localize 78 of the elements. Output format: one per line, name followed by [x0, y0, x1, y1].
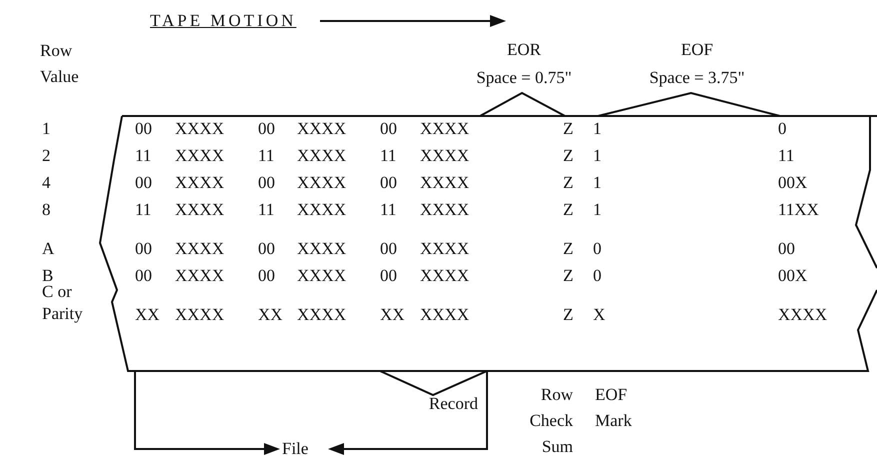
bit-pattern: XXXX [175, 145, 224, 167]
bit-pattern: 00 [135, 172, 152, 194]
bit-pattern: XXXX [297, 199, 346, 221]
bit-pattern: XX [258, 304, 283, 326]
bit-pattern: 00 [380, 118, 397, 140]
row-value-label: 2 [42, 145, 50, 167]
bit-pattern: XXXX [297, 172, 346, 194]
bit-pattern: XXXX [297, 238, 346, 260]
eof-mark-bit: 1 [593, 145, 602, 167]
bit-pattern: 00 [135, 118, 152, 140]
bit-pattern: XX [380, 304, 405, 326]
bit-pattern: 11 [778, 145, 794, 167]
bit-pattern: 11 [380, 199, 396, 221]
check-sum-bit: Z [563, 304, 574, 326]
bit-pattern: XXXX [778, 304, 828, 326]
column-caption: EOF Mark [595, 384, 633, 432]
row-value-label: 1 [42, 118, 50, 140]
eof-mark-bit: 0 [593, 238, 602, 260]
direction-label: TAPE MOTION [150, 10, 296, 32]
bit-pattern: 11 [135, 199, 152, 221]
check-sum-bit: Z [563, 118, 574, 140]
bit-pattern: 00 [380, 172, 397, 194]
bit-pattern: 11 [258, 145, 274, 167]
bit-pattern: 00 [258, 265, 275, 287]
gap-label: EOF [680, 39, 714, 61]
bit-pattern: XXXX [420, 304, 470, 326]
bit-pattern: XXXX [420, 199, 470, 221]
eof-mark-bit: 1 [593, 199, 602, 221]
check-sum-bit: Z [563, 172, 574, 194]
bracket-label: Record [428, 393, 478, 415]
bit-pattern: XXXX [297, 145, 346, 167]
bit-pattern: 00 [380, 238, 397, 260]
check-sum-bit: Z [563, 199, 574, 221]
eof-mark-bit: 1 [593, 118, 602, 140]
bit-pattern: 00 [258, 118, 275, 140]
bit-pattern: XXXX [175, 265, 224, 287]
gap-label: Space = 3.75" [649, 67, 745, 89]
bit-pattern: XXXX [175, 304, 224, 326]
column-caption: Row Check Sum [528, 384, 573, 458]
eof-mark-bit: 1 [593, 172, 602, 194]
bit-pattern: 00X [778, 172, 808, 194]
bit-pattern: 00 [778, 238, 795, 260]
bit-pattern: 00 [135, 265, 152, 287]
bit-pattern: XXXX [175, 118, 224, 140]
bit-pattern: XX [135, 304, 160, 326]
row-value-label: A [42, 238, 54, 260]
bit-pattern: XXXX [297, 118, 346, 140]
row-value-label: 4 [42, 172, 50, 194]
bit-pattern: XXXX [420, 238, 470, 260]
bit-pattern: 11 [380, 145, 396, 167]
bit-pattern: XXXX [420, 118, 470, 140]
gap-label: Space = 0.75" [476, 67, 572, 89]
bit-pattern: 00 [380, 265, 397, 287]
bit-pattern: 00 [258, 238, 275, 260]
bit-pattern: XXXX [175, 172, 224, 194]
bit-pattern: 11 [135, 145, 152, 167]
bit-pattern: 00 [135, 238, 152, 260]
row-value-label: 8 [42, 199, 50, 221]
column-heading: Row Value [40, 40, 80, 88]
bit-pattern: 11XX [778, 199, 819, 221]
bit-pattern: 11 [258, 199, 274, 221]
bit-pattern: XXXX [297, 265, 346, 287]
bit-pattern: 0 [778, 118, 786, 140]
check-sum-bit: Z [563, 265, 574, 287]
bit-pattern: 00 [258, 172, 275, 194]
bit-pattern: XXXX [420, 172, 470, 194]
gap-label: EOR [507, 39, 541, 61]
eof-mark-bit: 0 [593, 265, 602, 287]
eof-mark-bit: X [593, 304, 606, 326]
bit-pattern: 00X [778, 265, 808, 287]
bit-pattern: XXXX [420, 145, 470, 167]
bit-pattern: XXXX [420, 265, 470, 287]
check-sum-bit: Z [563, 145, 574, 167]
bracket-label: File [282, 438, 308, 459]
check-sum-bit: Z [563, 238, 574, 260]
bit-pattern: XXXX [175, 238, 224, 260]
bit-pattern: XXXX [175, 199, 224, 221]
bit-pattern: XXXX [297, 304, 346, 326]
